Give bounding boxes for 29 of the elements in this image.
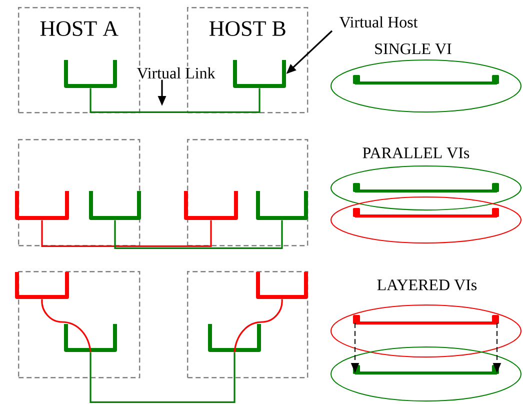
host-box	[187, 270, 308, 378]
virtual-host-symbol	[233, 60, 286, 88]
virtual-host-symbol	[89, 191, 141, 220]
virtual-host-symbol	[15, 191, 69, 220]
vi-ellipse	[330, 196, 522, 244]
host-box	[187, 139, 308, 246]
label-text: Virtual Link	[136, 66, 216, 80]
vi-ellipse	[330, 304, 522, 358]
heading-text: LAYERED VIs	[377, 280, 477, 290]
virtual-link-line	[90, 88, 260, 113]
virtual-host-symbol	[256, 272, 308, 299]
virtual-link-line	[41, 220, 212, 247]
node-label: SINGLE VI	[375, 43, 452, 54]
virtual-link-line	[90, 352, 236, 403]
virtual-host-symbol	[256, 191, 308, 220]
virtual-link-line	[41, 299, 92, 352]
host-box	[18, 270, 140, 378]
virtual-link-line	[114, 220, 283, 249]
heading-text: PARALLEL VIs	[362, 148, 470, 158]
virtual-host-symbol	[184, 191, 238, 220]
label-text: Virtual Host	[338, 15, 419, 29]
vi-ellipse	[330, 166, 522, 210]
virtual-host-symbol	[15, 272, 69, 299]
vi-ellipse	[330, 346, 522, 402]
virtual-host-symbol	[208, 324, 261, 352]
virtual-link-line	[234, 299, 283, 352]
host-box	[18, 139, 140, 246]
virtual-host-symbol	[64, 324, 117, 352]
virtual-host-symbol	[64, 60, 117, 88]
